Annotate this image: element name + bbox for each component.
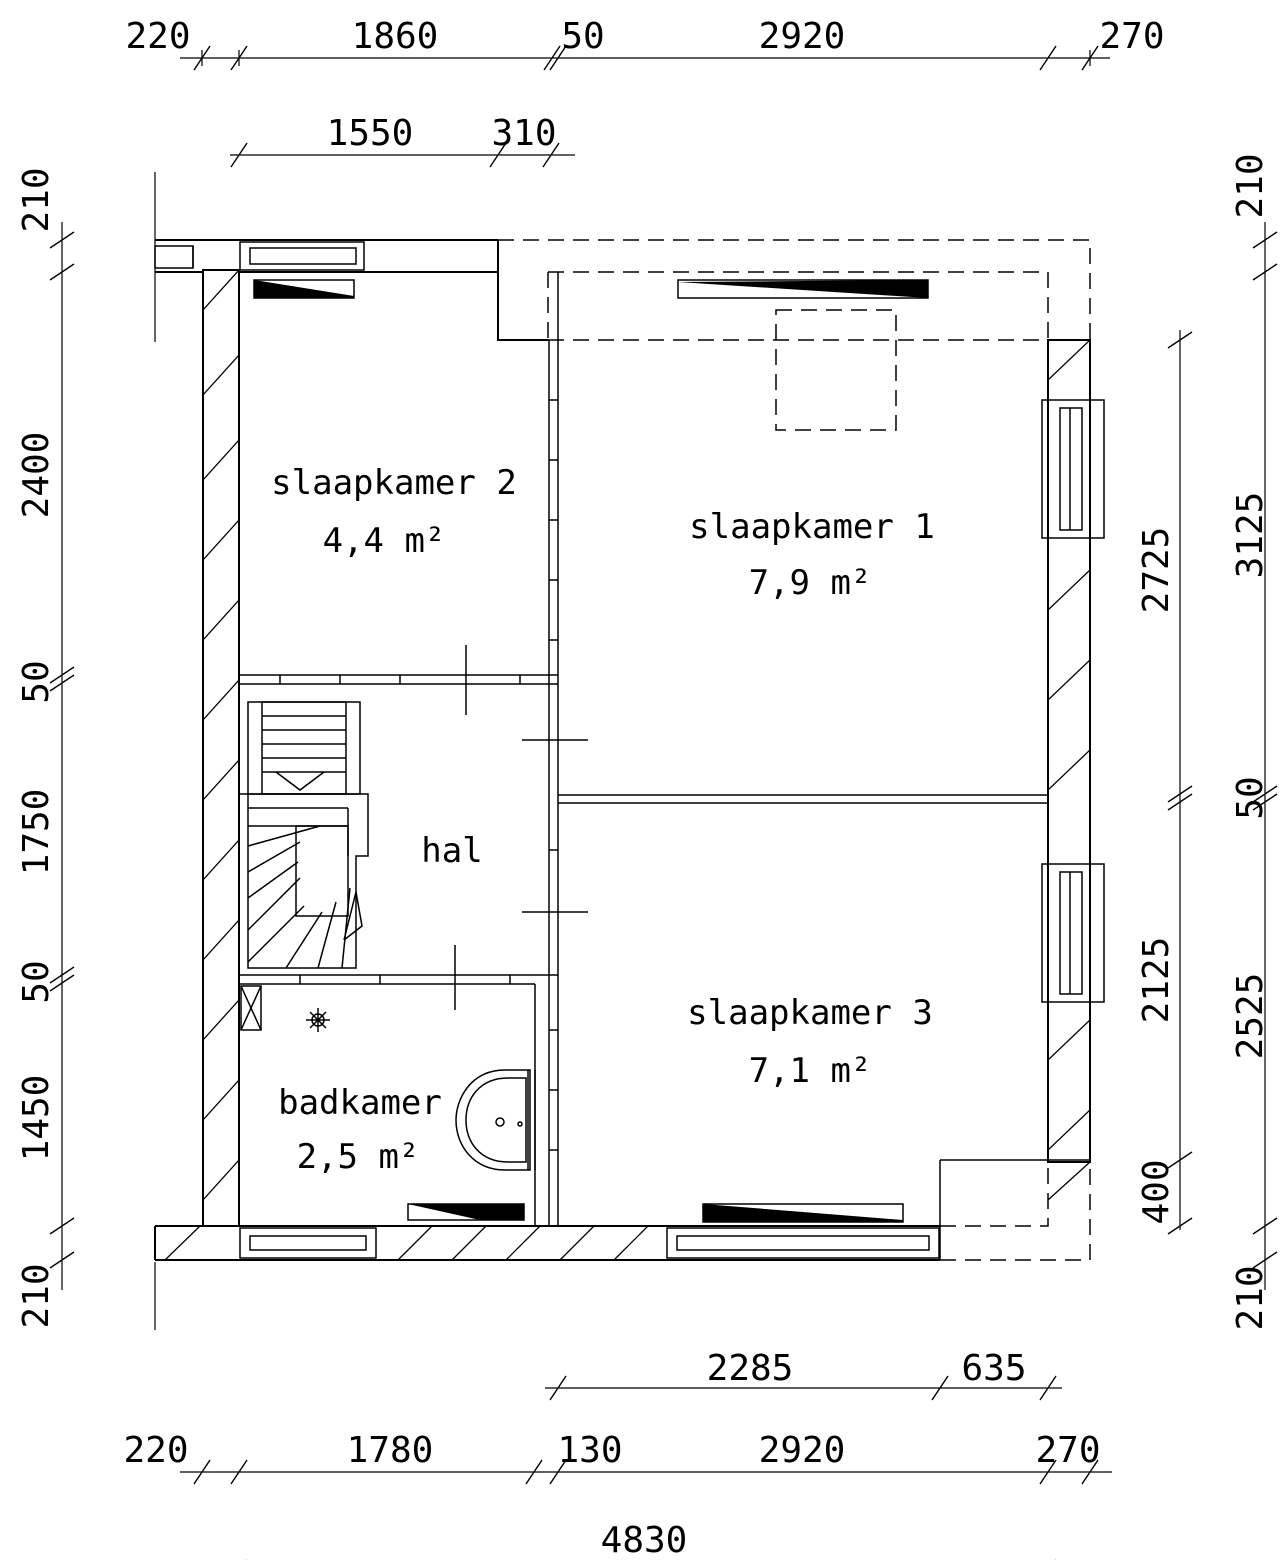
right-wall-hatch <box>1048 340 1090 1151</box>
dim-bottom-635: 635 <box>961 1348 1026 1389</box>
left-wall <box>202 269 240 1227</box>
room-slaapkamer-3-area: 7,1 m² <box>749 1051 872 1091</box>
window-right-lower <box>1041 863 1105 1003</box>
dim-right-210-bottom: 210 <box>1230 1265 1271 1330</box>
dim-top-1860: 1860 <box>352 16 439 57</box>
window-bottom-right <box>666 1227 940 1259</box>
dim-bottom-270: 270 <box>1035 1430 1100 1471</box>
washbasin-icon <box>455 1069 536 1171</box>
dim-left-50-lower: 50 <box>16 960 57 1003</box>
room-badkamer-area: 2,5 m² <box>297 1137 420 1177</box>
right-wall <box>1047 339 1091 1163</box>
dim-left-210-bottom: 210 <box>16 1263 57 1328</box>
dim-right-210-top: 210 <box>1230 153 1271 218</box>
dim-bottom-total: 4830 <box>601 1520 688 1560</box>
dim-top-50: 50 <box>561 16 604 57</box>
dim-top-1550: 1550 <box>327 113 414 154</box>
exterior-walls <box>154 239 1105 1261</box>
dimension-right: 2725 2125 400 210 3125 50 2525 210 <box>1136 153 1278 1331</box>
bathroom-fixtures <box>240 985 536 1171</box>
dim-bottom-1780: 1780 <box>347 1430 434 1471</box>
bottom-wall-hatch <box>397 1226 649 1260</box>
window-right-upper <box>1041 399 1105 539</box>
dim-right-2125: 2125 <box>1136 937 1177 1024</box>
room-badkamer-name: badkamer <box>278 1083 442 1123</box>
dim-left-1750: 1750 <box>16 789 57 876</box>
dim-right-2525: 2525 <box>1230 973 1271 1060</box>
dim-right-2725: 2725 <box>1136 527 1177 614</box>
room-slaapkamer-1-area: 7,9 m² <box>749 563 872 603</box>
left-wall-hatch <box>203 270 239 1201</box>
room-hal-name: hal <box>421 831 482 871</box>
dim-top-220: 220 <box>125 16 190 57</box>
room-slaapkamer-2-area: 4,4 m² <box>323 521 446 561</box>
ceiling-light-icon <box>306 1008 330 1032</box>
dim-left-50-upper: 50 <box>16 660 57 703</box>
roof-hatch <box>775 309 897 431</box>
dim-right-50: 50 <box>1230 776 1271 819</box>
dim-bottom-2285: 2285 <box>707 1348 794 1389</box>
dim-right-400: 400 <box>1136 1159 1177 1224</box>
staircase <box>238 701 369 969</box>
window-bottom-left <box>239 1227 377 1259</box>
dim-left-210-top: 210 <box>16 167 57 232</box>
room-slaapkamer-2-name: slaapkamer 2 <box>271 463 517 503</box>
room-slaapkamer-1-name: slaapkamer 1 <box>689 507 935 547</box>
dim-bottom-130: 130 <box>557 1430 622 1471</box>
dim-right-3125: 3125 <box>1230 492 1271 579</box>
radiators <box>253 279 929 1223</box>
dormer-outline <box>498 239 1091 1261</box>
dim-top-2920: 2920 <box>759 16 846 57</box>
dim-left-2400: 2400 <box>16 432 57 519</box>
window-top-left <box>239 241 365 271</box>
room-slaapkamer-3-name: slaapkamer 3 <box>687 993 933 1033</box>
dimension-bottom: 2285 635 220 1780 130 2920 270 4830 <box>123 1348 1112 1560</box>
dim-bottom-220: 220 <box>123 1430 188 1471</box>
room-labels: slaapkamer 2 4,4 m² slaapkamer 1 7,9 m² … <box>271 463 935 1177</box>
dim-top-310: 310 <box>491 113 556 154</box>
interior-walls <box>239 272 1048 1226</box>
dim-bottom-2920: 2920 <box>759 1430 846 1471</box>
dimension-top: 220 1860 50 2920 270 1550 310 <box>125 16 1165 168</box>
dim-left-1450: 1450 <box>16 1075 57 1162</box>
dim-top-270: 270 <box>1099 16 1164 57</box>
dimension-left: 210 2400 50 1750 50 1450 210 <box>16 167 75 1329</box>
